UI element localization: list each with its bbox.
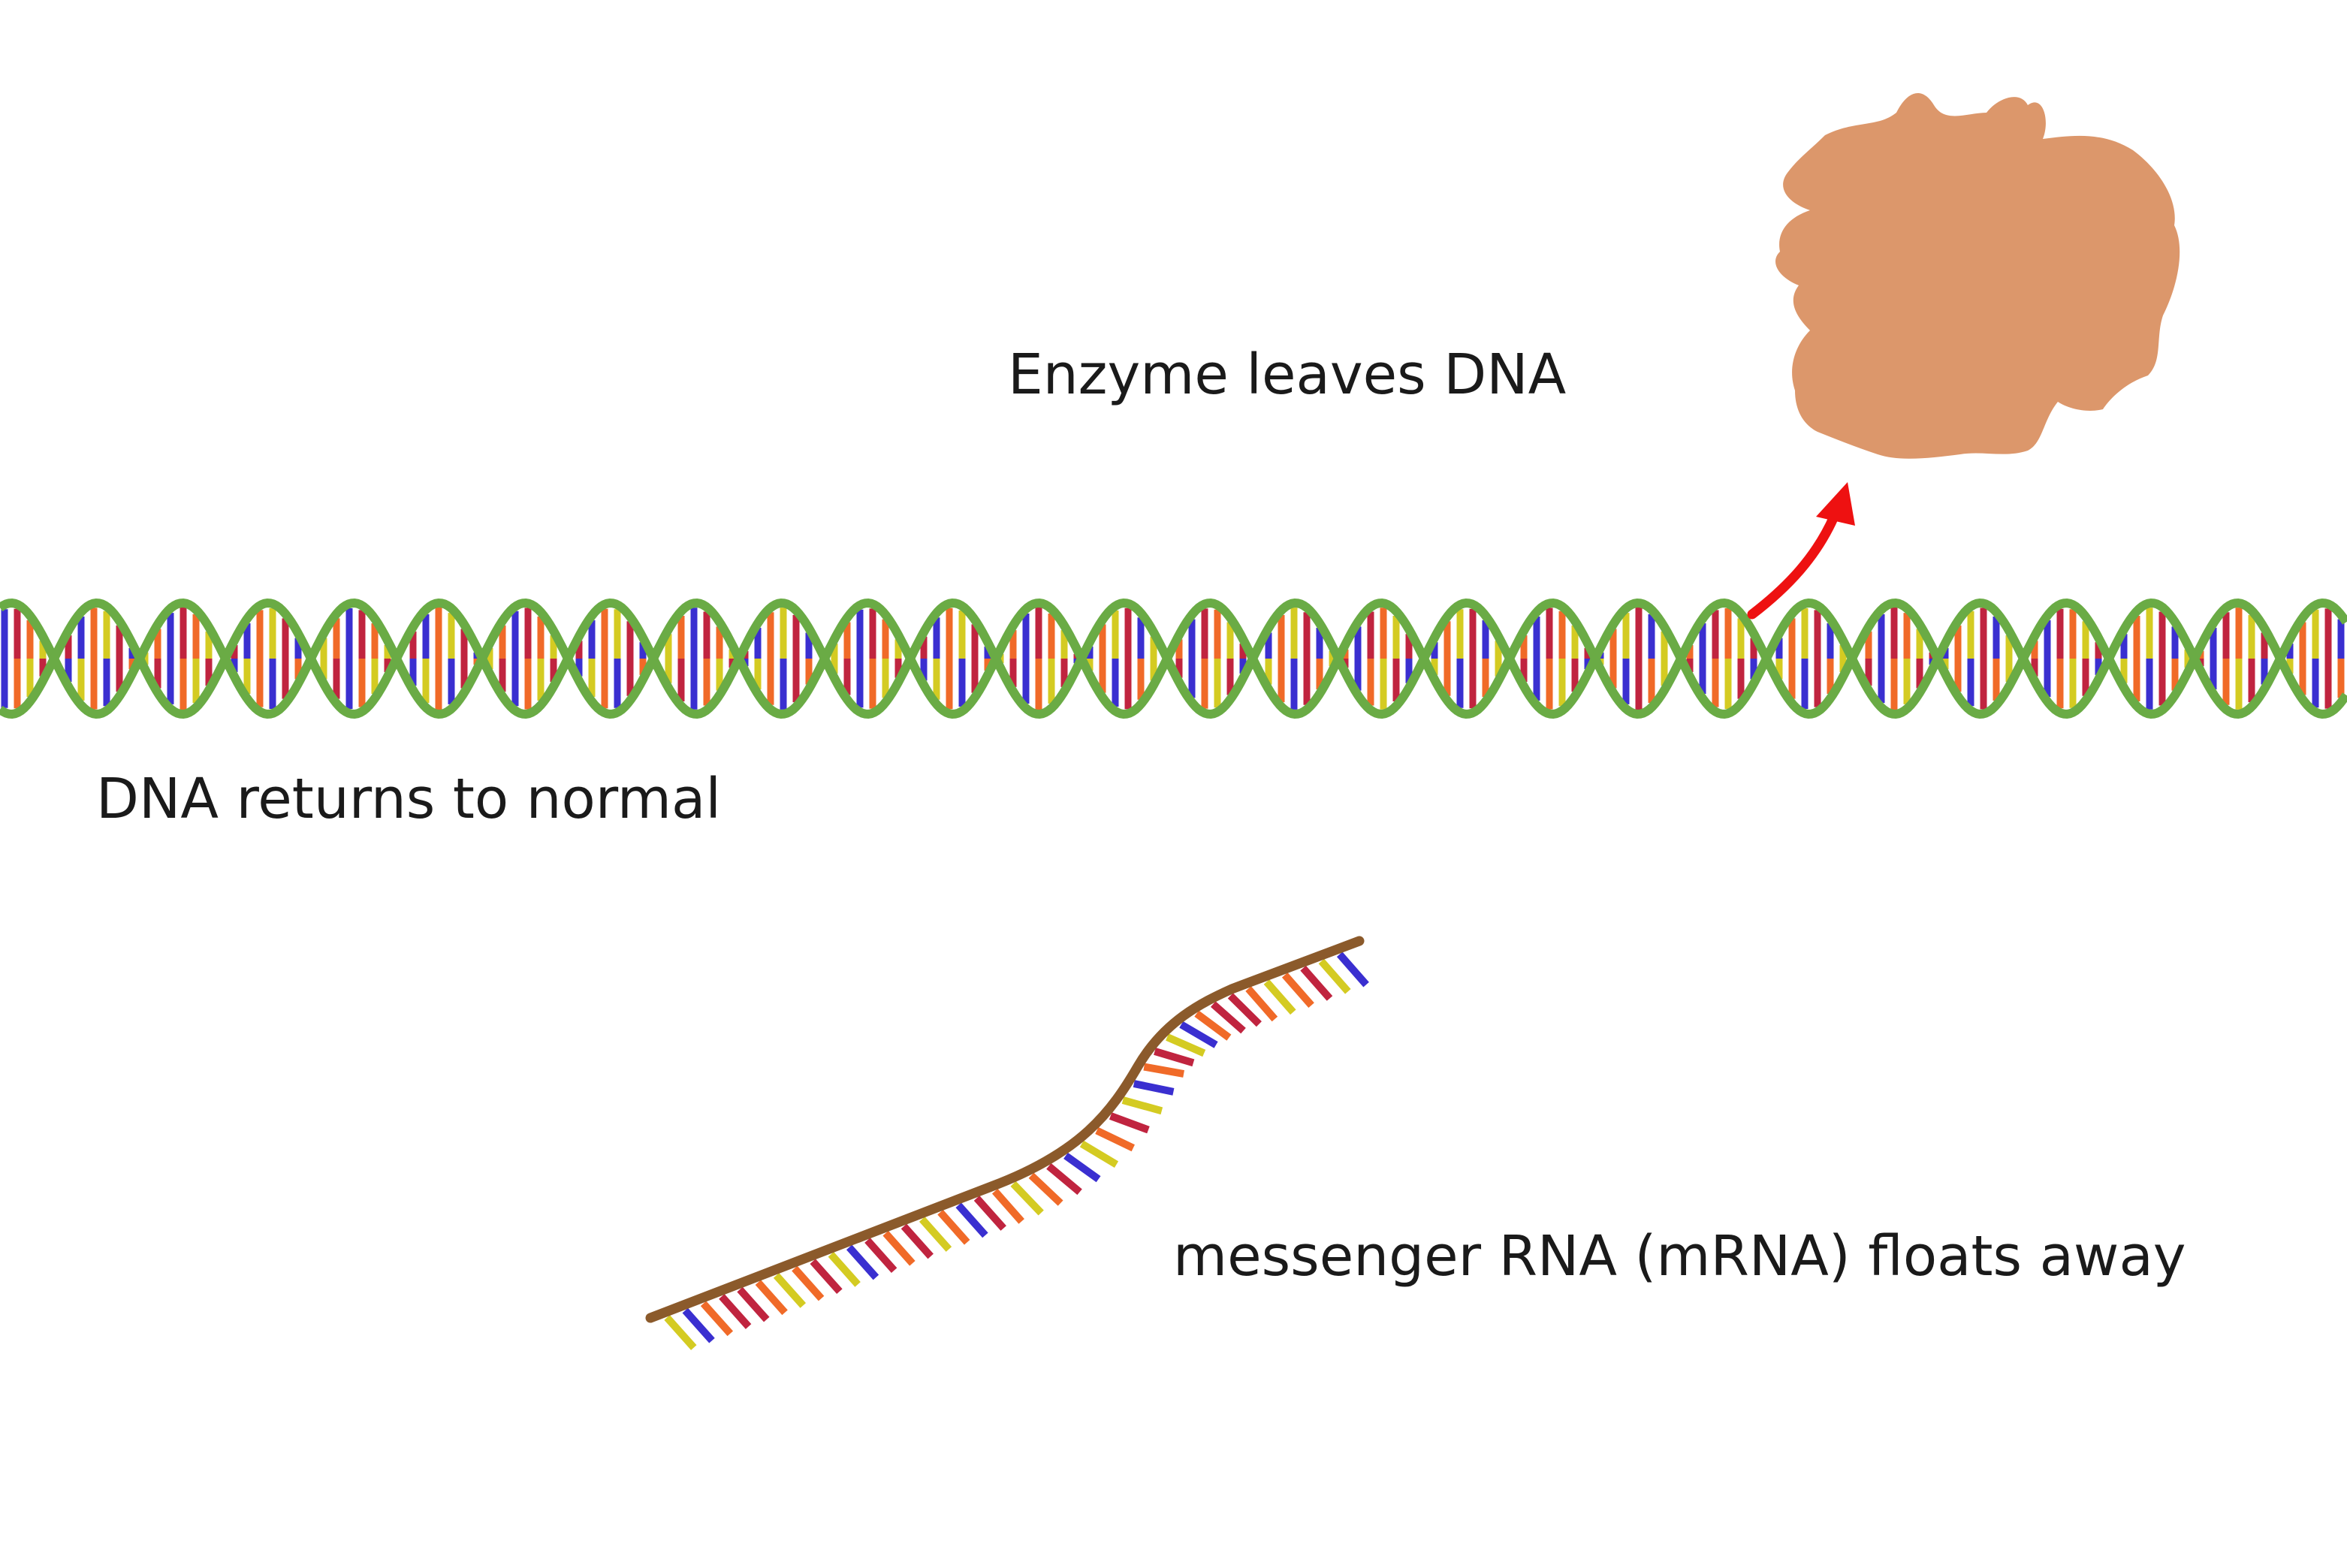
mrna-base [1281,972,1314,1008]
mrna-base [828,1251,861,1287]
mrna-strand [645,936,1369,1350]
mrna-base [682,1307,715,1343]
dna-base-pairs [1,608,2345,710]
mrna-base [1154,1048,1195,1067]
mrna-base [955,1202,988,1238]
mrna-backbone [645,936,1365,1323]
mrna-bases [664,951,1369,1350]
mrna-base [1063,1152,1101,1183]
mrna-base [1010,1181,1044,1216]
dna-strand-upper [0,598,2347,719]
mrna-base [1028,1172,1063,1206]
mrna-base [1210,1001,1246,1034]
mrna-base [773,1273,807,1308]
mrna-base [737,1286,770,1322]
mrna-base [1109,1112,1150,1134]
mrna-base [1194,1010,1232,1041]
mrna-base [719,1294,752,1329]
mrna-base [755,1280,788,1316]
mrna-base [792,1265,825,1301]
mrna-base [919,1217,952,1252]
mrna-base [1046,1163,1082,1196]
mrna-base [1143,1063,1184,1078]
mrna-base [1179,1021,1218,1048]
enzyme-label: Enzyme leaves DNA [1008,342,1567,407]
mrna-base [1121,1096,1163,1115]
curved-arrow-icon [1747,482,1855,620]
mrna-base [1166,1033,1206,1057]
mrna-base [810,1259,843,1295]
mrna-base [664,1315,697,1350]
mrna-base [1318,958,1351,994]
mrna-base [882,1230,916,1266]
mrna-base [900,1223,934,1259]
mrna-base [1263,979,1296,1015]
mrna-base [1245,986,1278,1022]
dna-label: DNA returns to normal [96,767,721,831]
mrna-base [1227,993,1262,1027]
mrna-base [1079,1140,1119,1168]
mrna-base [991,1188,1024,1224]
arrow-head [1816,482,1855,526]
mrna-base [1133,1080,1175,1096]
mrna-base [1300,965,1333,1001]
dna-strand-lower [0,598,2347,719]
arrow-shaft [1747,511,1839,620]
mrna-base [864,1238,897,1274]
mrna-label: messenger RNA (mRNA) floats away [1173,1224,2186,1289]
mrna-base [1095,1126,1135,1152]
mrna-base [973,1196,1006,1231]
mrna-base [937,1209,970,1245]
enzyme-icon [1775,92,2180,459]
mrna-base [846,1244,879,1280]
mrna-base [700,1301,734,1337]
dna-double-helix [0,598,2347,719]
mrna-base [1336,951,1369,988]
